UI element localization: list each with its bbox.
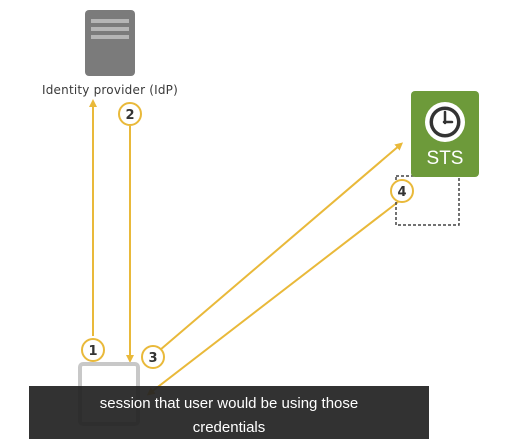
step-badge-4: 4 [390, 179, 414, 203]
sts-label: STS [426, 148, 464, 169]
step-badge-1: 1 [81, 338, 105, 362]
step-number-3: 3 [148, 351, 157, 366]
server-icon [85, 10, 135, 76]
step-badge-3: 3 [141, 345, 165, 369]
clock-icon [425, 102, 465, 142]
idp-label: Identity provider (IdP) [42, 83, 178, 97]
caption-line-1: session that user would be using those [99, 395, 359, 412]
arrow-step-4 [146, 201, 399, 396]
arrow-step-3 [159, 142, 404, 351]
step-number-1: 1 [88, 344, 97, 359]
step-number-4: 4 [397, 185, 406, 200]
caption-line-2: credentials [192, 419, 266, 436]
video-caption: session that user would be using those c… [29, 386, 429, 439]
step-badge-2: 2 [118, 102, 142, 126]
step-number-2: 2 [125, 108, 134, 123]
